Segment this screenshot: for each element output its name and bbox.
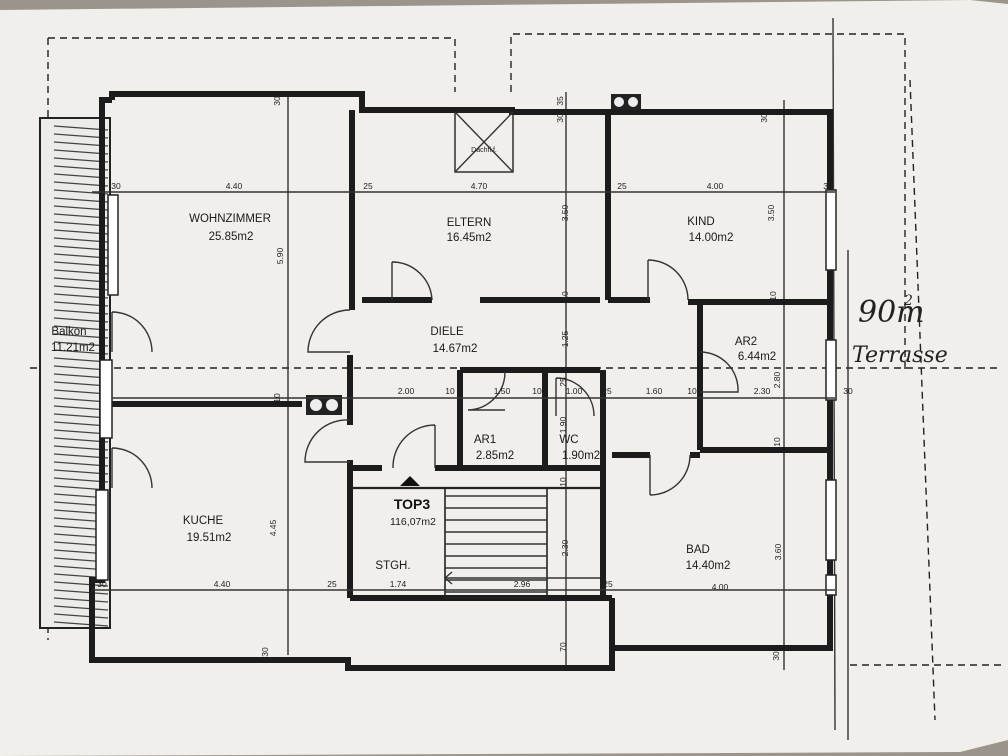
dim-label: 4.00 (712, 582, 729, 592)
dim-label: 3.60 (773, 543, 783, 560)
dim-label: 4.40 (226, 181, 243, 191)
walls (89, 91, 833, 671)
dim-label: 2.00 (398, 386, 415, 396)
room-name-diele: DIELE (430, 326, 464, 338)
dim-label: 30 (111, 181, 121, 191)
dim-label: 10 (558, 477, 568, 487)
dim-label: 2.30 (560, 539, 570, 556)
room-area-eltern: 16.45m2 (447, 232, 492, 244)
dim-label: 10 (560, 291, 570, 301)
dim-label: 30 (759, 113, 769, 123)
dim-label: 25 (602, 386, 612, 396)
dim-label: 1.74 (390, 579, 407, 589)
dim-label: 25 (603, 579, 613, 589)
dim-label: 30 (823, 181, 833, 191)
dim-label: 25 (617, 181, 627, 191)
unit-area: 116,07m2 (390, 516, 436, 528)
dim-label: 1.00 (566, 386, 583, 396)
dim-label: 4.00 (707, 181, 724, 191)
dim-label: 5.90 (275, 247, 285, 264)
room-name-kuche: KUCHE (183, 515, 224, 527)
entrance-triangle-icon (400, 476, 420, 486)
skylight-label: Dachfl.f. (471, 147, 497, 154)
room-area-wc: 1.90m2 (562, 450, 600, 462)
room-area-kind: 14.00m2 (689, 232, 734, 244)
dim-label: 10 (772, 437, 782, 447)
dimension-labels: 30 30 35 30 30 4.40 25 4.70 25 4.00 30 5… (97, 96, 853, 661)
room-area-wohnzimmer: 25.85m2 (209, 231, 254, 243)
dim-label: 25 (558, 377, 568, 387)
dim-label: 4.45 (268, 519, 278, 536)
doors (111, 259, 739, 496)
dim-label: 30 (97, 579, 107, 589)
room-name-stgh: STGH. (375, 560, 410, 572)
dim-label: 10 (272, 393, 282, 403)
dim-label: 10 (687, 386, 697, 396)
staircase (443, 487, 600, 599)
terrace-area-text: 90m (858, 295, 925, 330)
dim-label: 1.60 (646, 386, 663, 396)
room-area-ar1: 2.85m2 (476, 450, 514, 462)
dim-label: 1.50 (494, 386, 511, 396)
dim-label: 30 (260, 647, 270, 657)
dim-label: 70 (558, 642, 568, 652)
chimneys (306, 94, 641, 415)
room-name-kind: KIND (687, 216, 714, 228)
dim-label: 30 (843, 386, 853, 396)
terrace-label: Terrasse (852, 343, 948, 368)
unit-marker: TOP3 116,07m2 (390, 476, 436, 528)
dim-label: 2.80 (772, 371, 782, 388)
dim-label: 10 (768, 291, 778, 301)
room-name-ar2: AR2 (735, 336, 757, 348)
room-area-balkon: 11.21m2 (51, 342, 95, 354)
windows (95, 111, 837, 596)
terrace-area-superscript: 2 (903, 293, 913, 309)
dim-label: 30 (771, 651, 781, 661)
dim-label: 2.30 (754, 386, 771, 396)
room-name-bad: BAD (686, 544, 710, 556)
room-area-bad: 14.40m2 (686, 560, 731, 572)
dim-label: 30 (555, 113, 565, 123)
room-name-wc: WC (559, 434, 578, 446)
dim-label: 4.40 (214, 579, 231, 589)
room-area-kuche: 19.51m2 (187, 532, 232, 544)
dimension-lines (92, 191, 835, 591)
dim-label: 30 (272, 96, 282, 106)
dim-label: 3.50 (766, 204, 776, 221)
dim-label: 25 (327, 579, 337, 589)
dim-label: 4.70 (471, 181, 488, 191)
dim-label: 3.50 (560, 204, 570, 221)
dim-label: 1.25 (560, 330, 570, 347)
room-name-eltern: ELTERN (447, 217, 492, 229)
room-labels: WOHNZIMMER 25.85m2 ELTERN 16.45m2 KIND 1… (51, 213, 776, 572)
dim-label: 10 (445, 386, 455, 396)
dim-label: 25 (363, 181, 373, 191)
handwritten-annotation: 90m 2 Terrasse (852, 293, 948, 368)
room-name-wohnzimmer: WOHNZIMMER (189, 213, 271, 225)
dim-label: 10 (532, 386, 542, 396)
unit-label: TOP3 (394, 496, 431, 512)
dim-label: 1.90 (558, 416, 568, 433)
room-area-ar2: 6.44m2 (738, 351, 776, 363)
dim-label: 2.96 (514, 579, 531, 589)
room-name-ar1: AR1 (474, 434, 496, 446)
dim-label: 35 (555, 96, 565, 106)
room-name-balkon: Balkon (51, 326, 86, 338)
room-area-diele: 14.67m2 (433, 343, 478, 355)
